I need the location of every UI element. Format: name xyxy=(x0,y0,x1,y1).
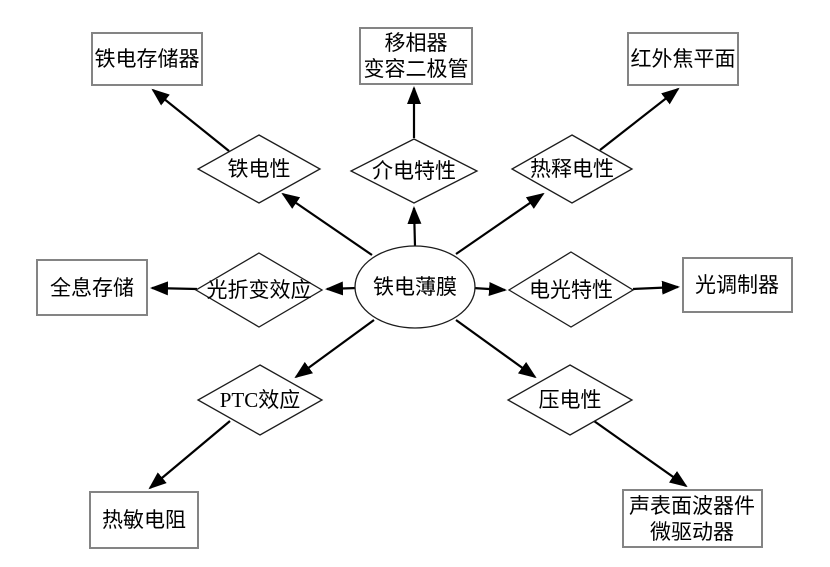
node-pyroelectric: 热释电性 xyxy=(510,134,634,204)
electro-optic-diamond xyxy=(507,251,635,328)
phase-shifter-box xyxy=(359,27,473,85)
piezoelectric-diamond xyxy=(506,364,634,436)
node-electro-optic: 电光特性 xyxy=(507,251,635,328)
piezoelectric-label: 压电性 xyxy=(539,388,602,412)
optical-modulator-box xyxy=(682,257,793,313)
arrow-center-to-ferroelectricity xyxy=(281,192,373,256)
thermistor-box xyxy=(89,491,199,549)
holographic-box xyxy=(36,259,148,316)
saw-label-line1: 声表面波器件 xyxy=(629,494,755,518)
node-ptc: PTC效应 xyxy=(196,364,324,436)
center-ellipse xyxy=(354,245,476,329)
electro-optic-label: 电光特性 xyxy=(529,278,613,302)
fram-box xyxy=(91,32,203,86)
optical-modulator-label: 光调制器 xyxy=(695,273,779,297)
node-ir-focal-plane: 红外焦平面 xyxy=(627,32,739,86)
arrow-center-to-dielectric xyxy=(407,206,422,247)
ir-focal-plane-box xyxy=(627,32,739,86)
arrow-piezoelectric-to-saw xyxy=(593,420,688,488)
edges-center-to-properties xyxy=(281,192,545,379)
pyroelectric-label: 热释电性 xyxy=(530,157,614,181)
ptc-label: PTC效应 xyxy=(220,388,301,412)
pyroelectric-diamond xyxy=(510,134,634,204)
ferroelectricity-diamond xyxy=(196,134,322,204)
arrow-ptc-to-thermistor xyxy=(148,420,231,490)
photorefractive-label: 光折变效应 xyxy=(207,278,312,302)
photorefractive-diamond xyxy=(194,252,324,328)
arrow-center-to-photorefractive xyxy=(325,281,358,296)
holographic-label: 全息存储 xyxy=(50,276,134,300)
node-piezoelectric: 压电性 xyxy=(506,364,634,436)
node-dielectric: 介电特性 xyxy=(349,138,479,204)
arrow-center-to-ptc xyxy=(294,319,375,379)
ptc-diamond xyxy=(196,364,324,436)
node-holographic: 全息存储 xyxy=(36,259,148,316)
ir-focal-plane-label: 红外焦平面 xyxy=(631,47,736,71)
saw-label-line2: 微驱动器 xyxy=(650,520,734,544)
arrow-center-to-electro-optic xyxy=(472,282,507,296)
node-thermistor: 热敏电阻 xyxy=(89,491,199,549)
ferroelectricity-label: 铁电性 xyxy=(228,157,291,181)
node-phase-shifter: 移相器 变容二极管 xyxy=(359,27,473,85)
arrow-center-to-pyroelectric xyxy=(455,192,545,255)
node-saw: 声表面波器件 微驱动器 xyxy=(622,489,763,548)
dielectric-label: 介电特性 xyxy=(372,159,456,183)
dielectric-diamond xyxy=(349,138,479,204)
node-ferroelectricity: 铁电性 xyxy=(196,134,322,204)
arrow-center-to-piezoelectric xyxy=(455,319,537,379)
phase-shifter-label-line2: 变容二极管 xyxy=(364,57,469,81)
saw-box xyxy=(622,489,763,548)
node-center: 铁电薄膜 xyxy=(354,245,476,329)
arrow-pyroelectric-to-ir-focal-plane xyxy=(599,87,680,151)
arrow-photorefractive-to-holographic xyxy=(150,281,198,296)
center-label: 铁电薄膜 xyxy=(373,275,457,299)
phase-shifter-label-line1: 移相器 xyxy=(385,31,448,55)
fram-label: 铁电存储器 xyxy=(95,47,200,71)
edges-properties-to-applications xyxy=(148,86,688,490)
node-fram: 铁电存储器 xyxy=(91,32,203,86)
node-optical-modulator: 光调制器 xyxy=(682,257,793,313)
thermistor-label: 热敏电阻 xyxy=(102,508,186,532)
arrow-ferroelectricity-to-fram xyxy=(151,88,230,152)
node-photorefractive: 光折变效应 xyxy=(194,252,324,328)
arrow-electro-optic-to-optical-modulator xyxy=(632,280,680,295)
